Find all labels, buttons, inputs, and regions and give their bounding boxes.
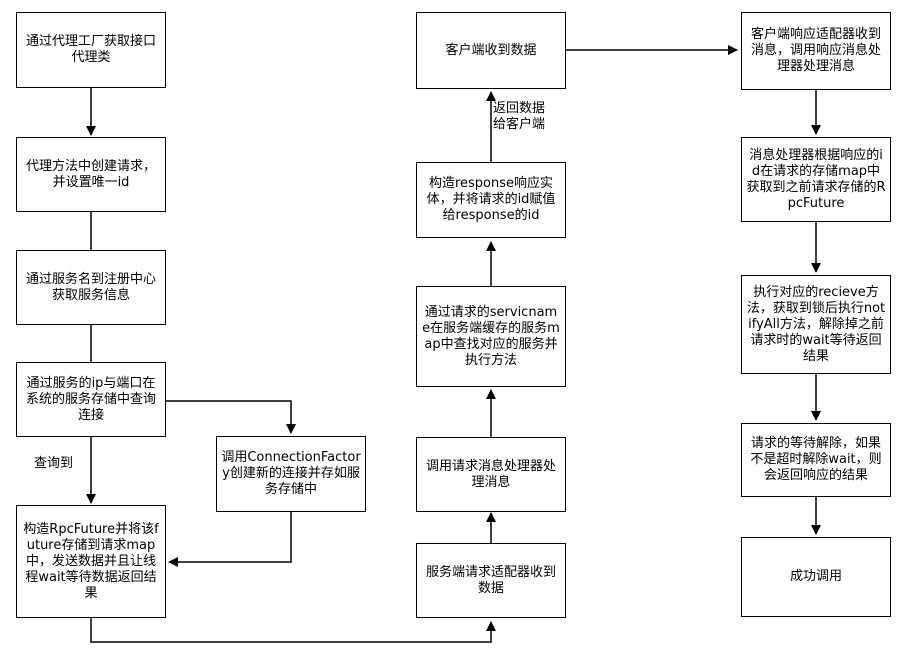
edge-n6-n7 <box>90 618 496 643</box>
node-wait-release: 请求的等待解除，如果不是超时解除wait，则会返回响应的结果 <box>741 423 891 497</box>
node-success: 成功调用 <box>741 537 891 617</box>
node-build-rpcfuture: 构造RpcFuture并将该future存储到请求map中，发送数据并且让线程w… <box>16 505 166 618</box>
node-message-handler: 消息处理器根据响应的id在请求的存储map中获取到之前请求存储的RpcFutur… <box>741 137 891 222</box>
node-client-receive: 客户端收到数据 <box>416 12 566 89</box>
node-find-service: 通过请求的servicname在服务端缓存的服务map中查找对应的服务并执行方法 <box>416 286 566 387</box>
node-recieve-notify: 执行对应的recieve方法，获取到锁后执行notifyAll方法，解除掉之前请… <box>741 275 891 374</box>
edge-n4-n5 <box>166 400 296 434</box>
node-create-request: 代理方法中创建请求，并设置唯一id <box>16 137 166 212</box>
node-request-handler: 调用请求消息处理器处理消息 <box>416 437 566 512</box>
node-client-adapter: 客户端响应适配器收到消息，调用响应消息处理器处理消息 <box>741 12 891 90</box>
label-return-to-client: 返回数据给客户端 <box>493 101 549 133</box>
node-create-connection: 调用ConnectionFactory创建新的连接并存如服务存储中 <box>216 436 366 512</box>
node-get-proxy: 通过代理工厂获取接口代理类 <box>16 12 166 88</box>
node-server-adapter: 服务端请求适配器收到数据 <box>416 543 566 618</box>
label-found: 查询到 <box>34 456 74 472</box>
node-registry-lookup: 通过服务名到注册中心获取服务信息 <box>16 250 166 325</box>
node-build-response: 构造response响应实体，并将请求的id赋值给response的id <box>416 162 566 238</box>
edge-n5-n6 <box>168 512 292 567</box>
node-query-connection: 通过服务的ip与端口在系统的服务存储中查询连接 <box>16 362 166 437</box>
